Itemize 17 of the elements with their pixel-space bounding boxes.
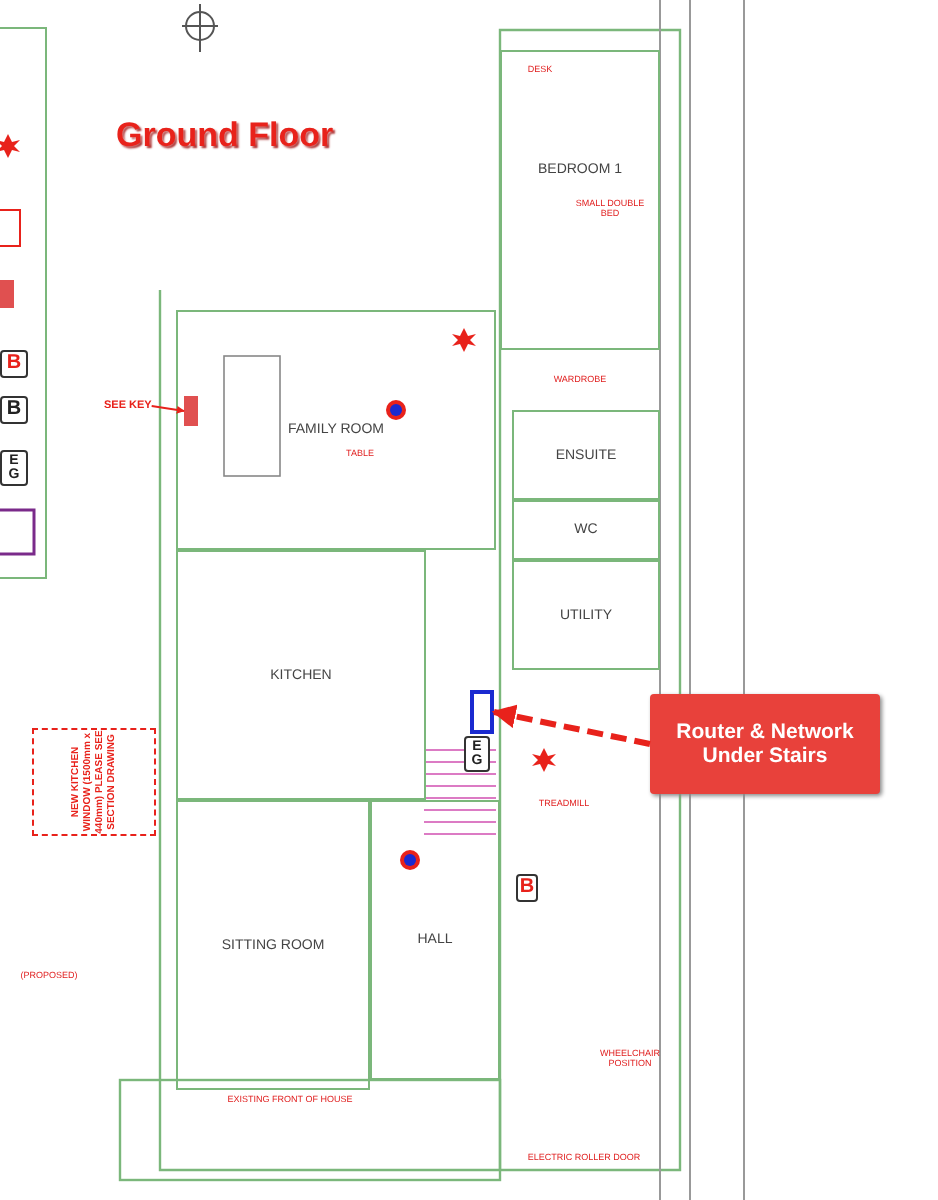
title: Ground Floor: [116, 116, 334, 156]
arrow: [150, 405, 185, 414]
arrow: [491, 704, 651, 747]
callout-box: Router & Network Under Stairs: [650, 694, 880, 794]
room-outline: [512, 500, 660, 560]
room-outline: [176, 800, 370, 1090]
room-outline: [500, 50, 660, 350]
key-sign: B: [0, 350, 28, 378]
room-outline: [370, 800, 500, 1080]
hatched-patch: [184, 396, 198, 426]
key-sign: B: [516, 874, 538, 902]
room-outline: [176, 550, 426, 800]
key-sign: B: [0, 396, 28, 424]
room-outline: [176, 310, 496, 550]
room-outline: [512, 560, 660, 670]
router-box: [470, 690, 494, 734]
room-outline: [512, 410, 660, 500]
